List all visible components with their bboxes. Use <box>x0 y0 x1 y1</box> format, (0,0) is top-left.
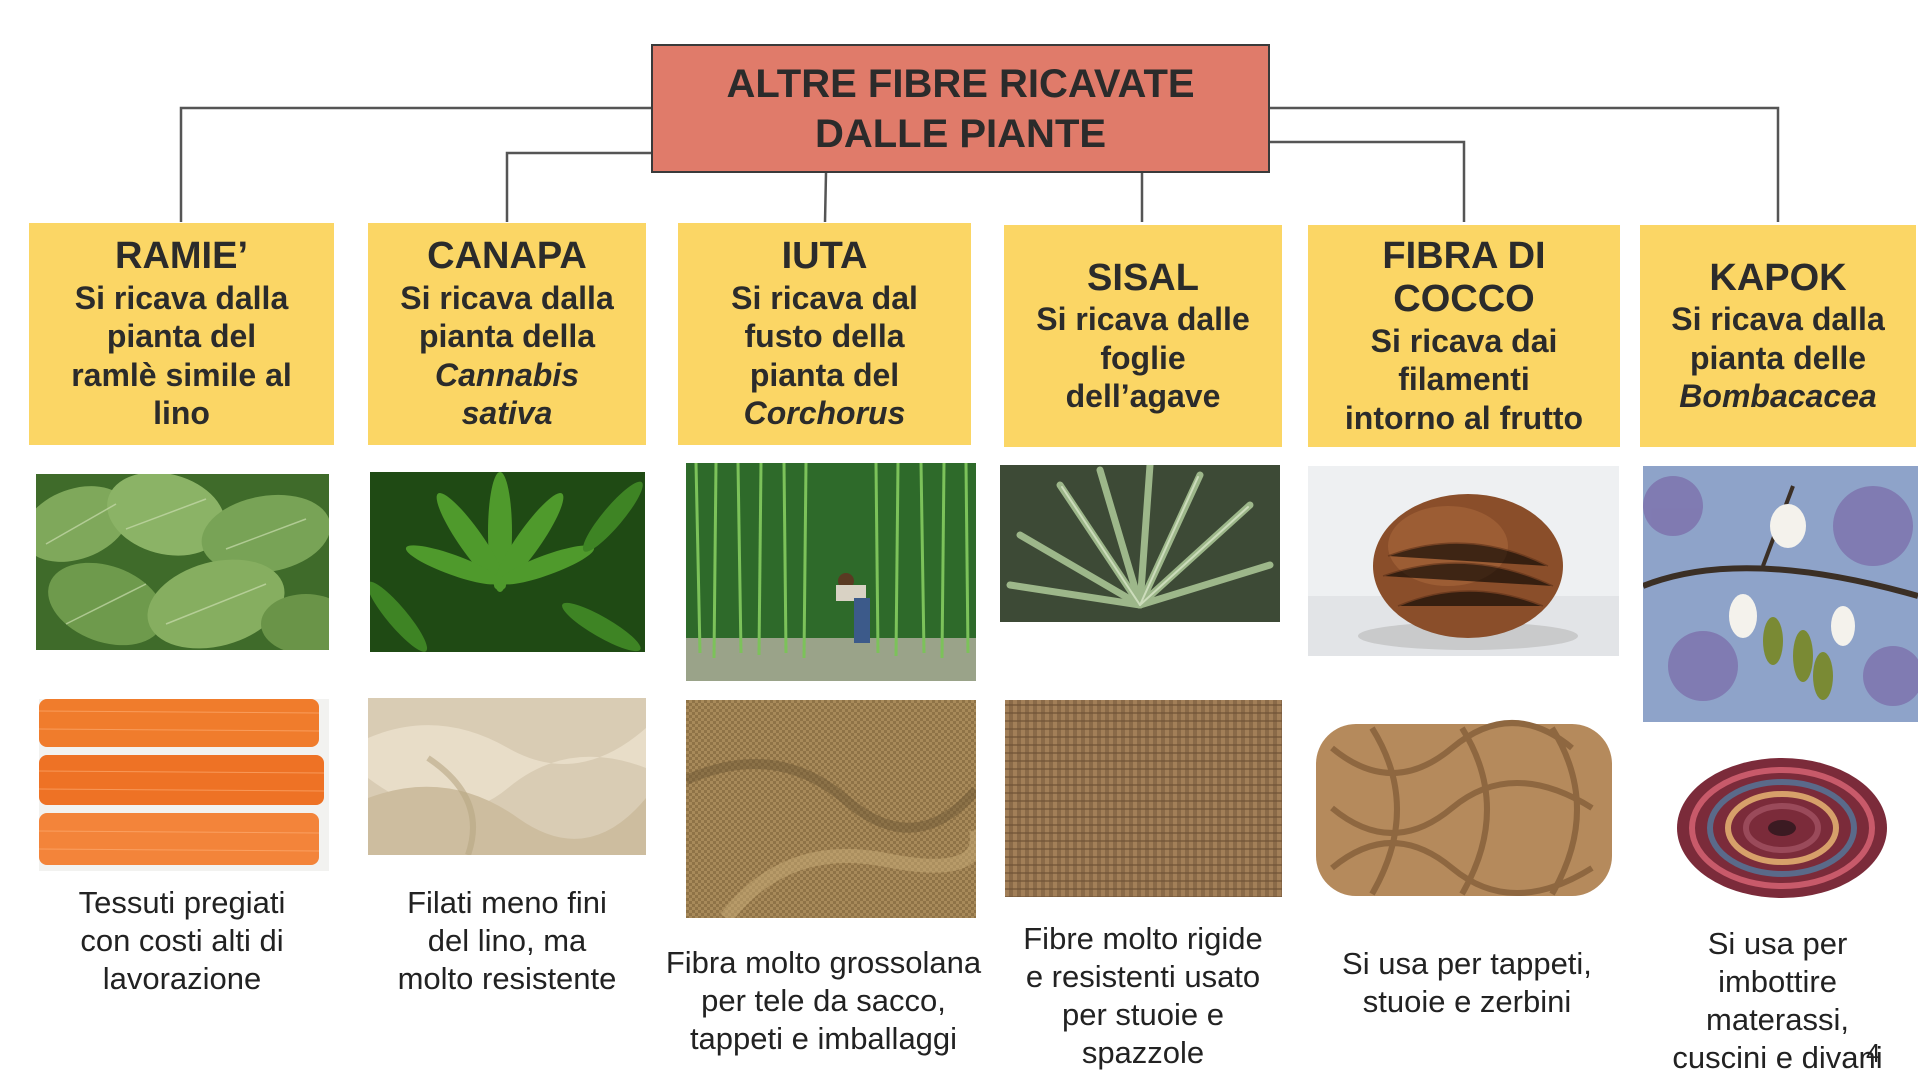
ramie-leaves-photo <box>36 474 329 650</box>
fiber-desc-3: intorno al frutto <box>1344 399 1584 436</box>
orange-fabric-photo <box>39 699 329 871</box>
fiber-desc-3: dell’agave <box>1065 378 1221 415</box>
caption-line-1: Si usa per <box>1707 926 1848 961</box>
fiber-desc-4: Corchorus <box>743 395 906 432</box>
fiber-desc-3: pianta del <box>749 356 900 393</box>
fiber-desc-3: ramlè simile al <box>71 356 292 393</box>
caption-line-2: imbottire <box>1718 964 1837 1000</box>
caption-line-2: del lino, ma <box>427 923 587 959</box>
fiber-name-line-1: FIBRA DI <box>1382 234 1546 277</box>
sisal-mat-photo <box>1005 700 1282 897</box>
fiber-use-caption-canapa: Filati meno fini del lino, ma molto resi… <box>362 884 652 998</box>
fiber-desc-2: pianta delle <box>1689 339 1867 376</box>
caption-line-1: Tessuti pregiati <box>78 885 286 920</box>
caption-line-1: Filati meno fini <box>407 885 607 920</box>
fiber-name: IUTA <box>781 235 868 278</box>
fiber-name-line-2: COCCO <box>1393 278 1535 321</box>
caption-line-2: e resistenti usato <box>1025 959 1261 995</box>
fiber-desc-1: Si ricava dalla <box>400 280 614 317</box>
cushion-photo <box>1650 728 1915 920</box>
fiber-use-caption-kapok: Si usa per imbottire materassi, cuscini … <box>1635 925 1920 1078</box>
caption-line-1: Fibre molto rigide <box>1023 921 1263 956</box>
title-line-1: ALTRE FIBRE RICAVATE <box>726 61 1195 106</box>
hemp-cloth-photo <box>368 698 646 855</box>
fiber-desc-2: pianta del <box>106 318 257 355</box>
caption-line-3: lavorazione <box>102 961 262 997</box>
jute-field-photo <box>686 463 976 681</box>
coconut-photo <box>1308 466 1619 656</box>
fiber-use-caption-cocco: Si usa per tappeti, stuoie e zerbini <box>1302 945 1632 1021</box>
caption-line-2: con costi alti di <box>80 923 284 959</box>
coir-doormat-photo <box>1312 718 1616 904</box>
fiber-desc-4: lino <box>153 395 210 432</box>
fiber-card-canapa: CANAPA Si ricava dalla pianta della Cann… <box>368 223 646 445</box>
fiber-use-caption-ramie: Tessuti pregiati con costi alti di lavor… <box>32 884 332 998</box>
fiber-name: KAPOK <box>1709 256 1847 299</box>
fiber-card-cocco: FIBRA DI COCCO Si ricava dai filamenti i… <box>1308 225 1620 447</box>
kapok-tree-photo <box>1643 466 1918 722</box>
fiber-desc-2: filamenti <box>1398 361 1530 398</box>
caption-line-2: stuoie e zerbini <box>1362 984 1572 1020</box>
fiber-desc-1: Si ricava dal <box>731 280 918 317</box>
fiber-card-ramie: RAMIE’ Si ricava dalla pianta del ramlè … <box>29 223 334 445</box>
fiber-desc-1: Si ricava dalla <box>1671 301 1885 338</box>
fiber-use-caption-iuta: Fibra molto grossolana per tele da sacco… <box>651 944 996 1058</box>
caption-line-2: per tele da sacco, <box>701 983 946 1019</box>
agave-photo <box>1000 465 1280 622</box>
fiber-desc-2: pianta della <box>418 318 596 355</box>
fiber-desc-3: Bombacacea <box>1679 378 1877 415</box>
fiber-name: CANAPA <box>427 235 587 278</box>
caption-line-1: Fibra molto grossolana <box>665 945 982 980</box>
fiber-desc-1: Si ricava dalla <box>74 280 289 317</box>
fiber-name: SISAL <box>1087 256 1199 299</box>
fiber-use-caption-sisal: Fibre molto rigide e resistenti usato pe… <box>993 920 1293 1073</box>
fiber-desc-1: Si ricava dalle <box>1036 301 1250 338</box>
caption-line-3: molto resistente <box>397 961 617 997</box>
caption-line-3: materassi, <box>1706 1002 1849 1038</box>
fiber-desc-2: foglie <box>1100 339 1186 376</box>
page-number: 4 <box>1866 1038 1881 1068</box>
fiber-desc-1: Si ricava dai <box>1370 323 1558 360</box>
caption-line-1: Si usa per tappeti, <box>1342 946 1592 981</box>
caption-line-4: spazzole <box>1081 1035 1205 1071</box>
fiber-name: RAMIE’ <box>115 235 248 278</box>
fiber-desc-3: Cannabis <box>434 356 580 393</box>
caption-line-3: tappeti e imballaggi <box>689 1021 958 1057</box>
title-line-2: DALLE PIANTE <box>814 111 1107 156</box>
hemp-leaves-photo <box>370 472 645 652</box>
fiber-card-kapok: KAPOK Si ricava dalla pianta delle Bomba… <box>1640 225 1916 447</box>
fiber-card-iuta: IUTA Si ricava dal fusto della pianta de… <box>678 223 971 445</box>
fiber-desc-2: fusto della <box>744 318 905 355</box>
caption-line-4: cuscini e divani <box>1672 1040 1883 1076</box>
burlap-photo <box>686 700 976 918</box>
fiber-desc-4: sativa <box>461 395 553 432</box>
diagram-title: ALTRE FIBRE RICAVATE DALLE PIANTE <box>651 44 1270 173</box>
caption-line-3: per stuoie e <box>1062 997 1224 1033</box>
fiber-card-sisal: SISAL Si ricava dalle foglie dell’agave <box>1004 225 1282 447</box>
